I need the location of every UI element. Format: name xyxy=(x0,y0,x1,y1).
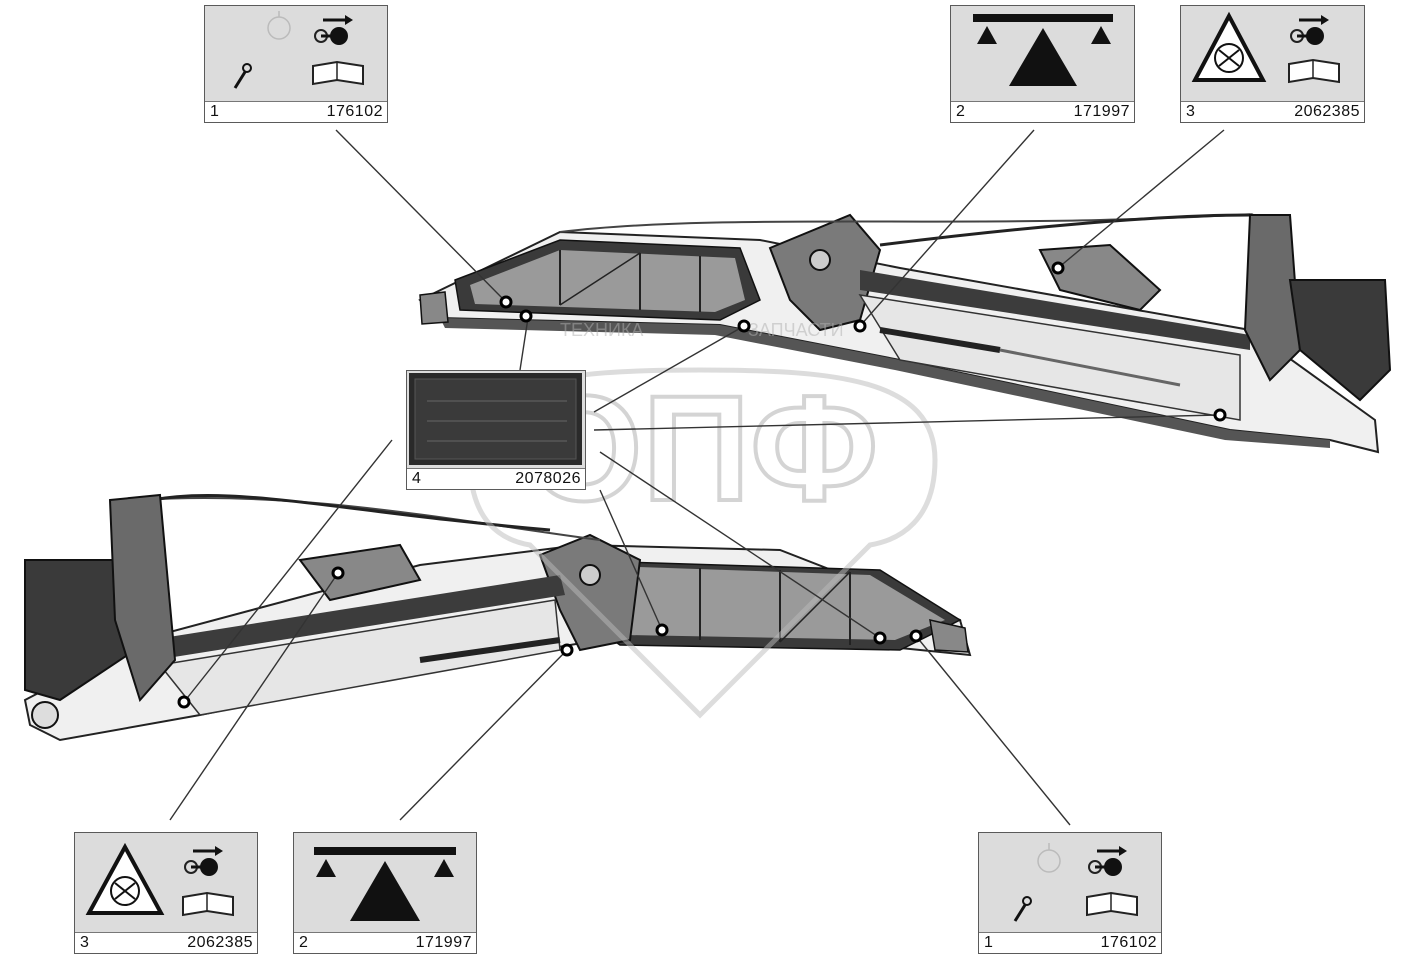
crush-hazard-icon xyxy=(85,842,234,917)
watermark-caption-left: ТЕХНИКА xyxy=(560,320,643,340)
key-manual-icon xyxy=(1013,843,1138,922)
decal-index: 3 xyxy=(1186,103,1195,120)
lower-boom xyxy=(23,493,972,742)
part-number: 171997 xyxy=(415,934,472,951)
crush-hazard-icon xyxy=(1191,11,1340,84)
decal-index: 3 xyxy=(80,934,89,951)
part-number: 2078026 xyxy=(515,470,581,487)
decal-top-1: 1 176102 xyxy=(204,5,388,123)
balance-icon xyxy=(973,14,1113,86)
decal-top-2: 2 171997 xyxy=(950,5,1135,123)
decal-top-3: 3 2062385 xyxy=(1180,5,1365,123)
part-number: 176102 xyxy=(326,103,383,120)
part-number: 176102 xyxy=(1100,934,1157,951)
part-number: 2062385 xyxy=(1294,103,1360,120)
decal-index: 1 xyxy=(210,103,219,120)
part-number: 2062385 xyxy=(187,934,253,951)
decal-bot-2: 2 171997 xyxy=(293,832,477,954)
decal-index: 2 xyxy=(956,103,965,120)
decal-mid-4: 4 2078026 xyxy=(406,370,586,490)
key-manual-icon xyxy=(233,11,364,89)
decal-bot-3: 3 2062385 xyxy=(74,832,258,954)
decal-index: 4 xyxy=(412,470,421,487)
dark-panel-icon xyxy=(409,373,582,465)
part-number: 171997 xyxy=(1073,103,1130,120)
balance-icon xyxy=(314,847,456,921)
decal-index: 1 xyxy=(984,934,993,951)
decal-index: 2 xyxy=(299,934,308,951)
attachment-points xyxy=(177,261,1227,709)
decal-bot-1: 1 176102 xyxy=(978,832,1162,954)
watermark-caption-right: ЗАПЧАСТИ xyxy=(748,320,844,340)
leader-lines xyxy=(169,129,1225,826)
upper-boom xyxy=(418,213,1392,454)
